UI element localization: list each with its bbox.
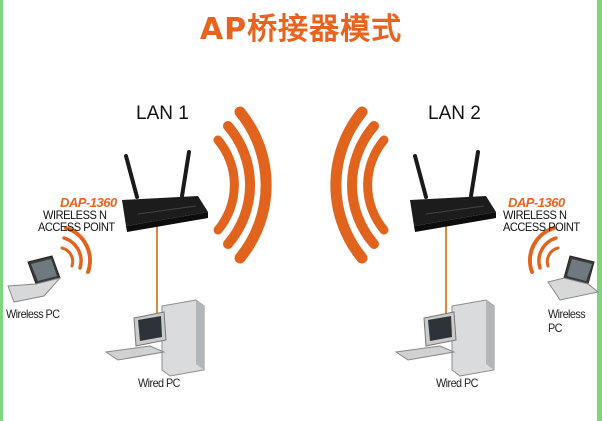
right-frame-border: [597, 0, 602, 421]
right-device-model: DAP-1360: [508, 195, 565, 210]
left-wired-pc-label: Wired PC: [138, 376, 180, 390]
diagram-title: AP桥接器模式: [199, 12, 403, 47]
right-wireless-pc-label: Wireless PC: [548, 307, 586, 335]
right-desktop-pc-icon: [394, 299, 495, 377]
right-bridge-wave-icon: [330, 106, 389, 264]
right-wired-pc-label: Wired PC: [436, 376, 478, 390]
right-router-icon: [410, 150, 496, 232]
left-laptop-icon: [7, 255, 62, 303]
lan1-label: LAN 1: [136, 103, 189, 124]
left-device-model: DAP-1360: [60, 195, 117, 210]
left-device-line2: ACCESS POINT: [38, 220, 115, 234]
left-router-icon: [122, 150, 208, 232]
left-frame-border: [0, 0, 3, 421]
right-device-line2: ACCESS POINT: [503, 220, 580, 234]
right-device-line1: WIRELESS N: [503, 208, 567, 222]
lan2-label: LAN 2: [428, 103, 481, 124]
left-bridge-wave-icon: [213, 106, 272, 264]
left-wireless-pc-label: Wireless PC: [6, 307, 60, 321]
left-device-line1: WIRELESS N: [43, 208, 107, 222]
right-pc-wave-icon: [528, 226, 560, 274]
left-pc-wave-icon: [60, 226, 92, 274]
right-laptop-icon: [547, 255, 600, 301]
left-desktop-pc-icon: [104, 299, 205, 377]
